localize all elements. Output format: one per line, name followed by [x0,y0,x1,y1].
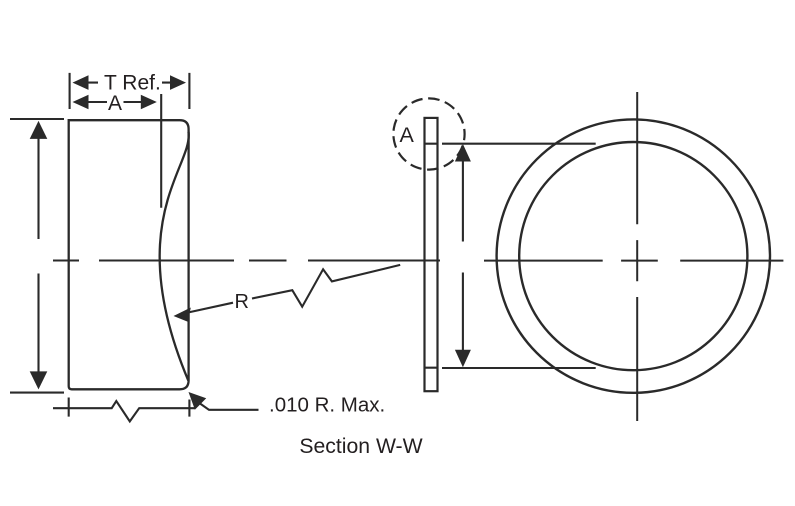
svg-text:R: R [235,291,249,313]
svg-text:.010 R. Max.: .010 R. Max. [269,394,385,417]
svg-text:A: A [108,92,122,115]
svg-text:A: A [400,123,415,147]
svg-text:Section W-W: Section W-W [299,435,422,458]
svg-text:T Ref.: T Ref. [104,72,161,95]
